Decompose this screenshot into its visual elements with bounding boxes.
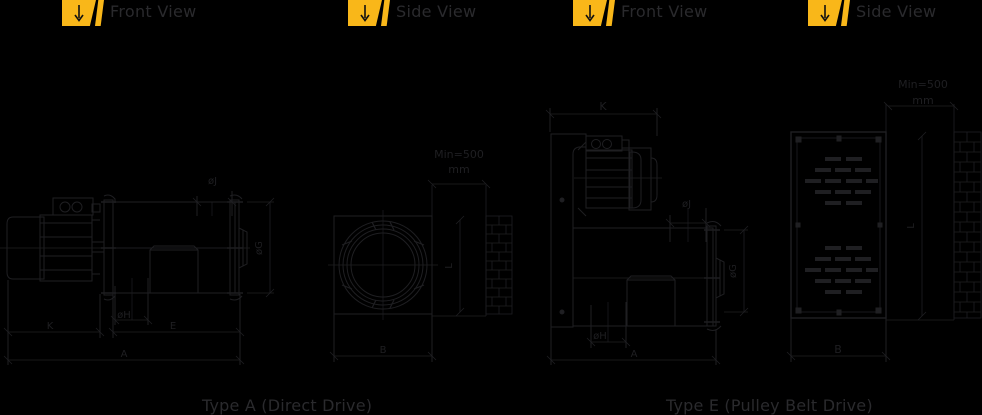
- type-e-side-view-svg: Min=500 mm: [786, 78, 982, 362]
- down-arrow-icon: [360, 5, 370, 22]
- badge-front-view-1: [62, 0, 104, 26]
- dimension-label-dia-g: øG: [254, 241, 265, 255]
- badge-front-view-2: [573, 0, 615, 26]
- dimension-l: L: [444, 215, 465, 317]
- drawing-type-a-front-view: øJ øH øG: [0, 160, 290, 380]
- dimension-label-k: K: [47, 321, 54, 332]
- bolt-ticks: [341, 221, 425, 309]
- view-label-front-view-1: Front View: [62, 0, 197, 28]
- drawing-type-e-front-view: K: [530, 90, 770, 380]
- dimension-label-l: L: [444, 263, 455, 269]
- badge-side-view-1: [348, 0, 390, 26]
- annotation-min-clearance: Min=500 mm: [883, 78, 959, 111]
- dimension-label-l: L: [906, 223, 917, 229]
- dimension-label-b: B: [834, 343, 842, 356]
- motor-assembly: [574, 135, 662, 217]
- view-label-front-view-2: Front View: [573, 0, 708, 28]
- dimension-k: K: [545, 100, 662, 136]
- caption-type-a: Type A (Direct Drive): [202, 396, 373, 415]
- annotation-min-line2: mm: [912, 94, 933, 107]
- badge-sliver: [606, 0, 615, 26]
- clearance-zone: [431, 185, 487, 317]
- view-label-text: Side View: [396, 2, 477, 21]
- outlet-flange: [227, 194, 248, 301]
- dimension-k: K: [3, 280, 105, 338]
- badge-side-view-2: [808, 0, 850, 26]
- fan-casing: [572, 227, 714, 327]
- dimension-a: A: [3, 338, 245, 365]
- annotation-min-line1: Min=500: [898, 78, 948, 91]
- dimension-dia-g: øG: [247, 197, 275, 298]
- view-label-side-view-1: Side View: [348, 0, 476, 28]
- dimension-b: B: [786, 318, 891, 362]
- louver-slots-lower: [805, 246, 878, 294]
- drawing-type-a-side-view: Min=500 mm: [312, 140, 522, 370]
- outlet-flange: [704, 221, 725, 331]
- view-label-text: Front View: [110, 2, 197, 21]
- badge-sliver: [381, 0, 390, 26]
- dimension-b: B: [329, 314, 437, 362]
- brick-wall-icon: [953, 131, 982, 319]
- view-label-text: Side View: [856, 2, 937, 21]
- caption-type-e: Type E (Pulley Belt Drive): [666, 396, 873, 415]
- louver-panel: [790, 131, 887, 319]
- brick-wall-icon: [485, 215, 513, 315]
- dimension-a: A: [546, 327, 721, 365]
- dimension-label-e: E: [170, 321, 176, 332]
- fan-casing: [112, 201, 236, 294]
- badge-sliver: [841, 0, 850, 26]
- view-label-text: Front View: [621, 2, 708, 21]
- view-label-row: Front View Side View F: [0, 0, 982, 46]
- dimension-label-dia-j: øJ: [682, 199, 691, 210]
- dimension-label-dia-j: øJ: [208, 176, 217, 187]
- view-label-side-view-2: Side View: [808, 0, 936, 28]
- dimension-label-k: K: [599, 100, 607, 113]
- dimension-dia-j: øJ: [665, 199, 711, 242]
- annotation-min-line2: mm: [448, 163, 469, 176]
- dimension-dia-h: øH: [110, 278, 153, 325]
- dimension-l: L: [906, 131, 927, 321]
- dimension-label-dia-g: øG: [728, 264, 739, 278]
- annotation-min-line1: Min=500: [434, 148, 484, 161]
- motor-flange: [101, 194, 116, 301]
- down-arrow-icon: [820, 5, 830, 22]
- type-a-side-view-svg: Min=500 mm: [328, 148, 513, 362]
- motor-assembly: [6, 197, 105, 282]
- down-arrow-icon: [74, 5, 84, 22]
- dimension-e: E: [108, 294, 245, 338]
- type-a-front-view-svg: øJ øH øG: [0, 176, 275, 365]
- dimension-dia-g: øG: [724, 225, 749, 317]
- dimension-dia-h: øH: [586, 302, 631, 348]
- dimension-label-dia-h: øH: [117, 310, 131, 321]
- louver-slots-upper: [805, 157, 878, 205]
- type-e-front-view-svg: K: [545, 100, 749, 365]
- dimension-label-a: A: [631, 349, 638, 360]
- support-column: [550, 133, 587, 328]
- badge-sliver: [95, 0, 104, 26]
- dimension-label-b: B: [380, 345, 387, 356]
- annotation-min-clearance: Min=500 mm: [427, 148, 491, 189]
- dimension-label-a: A: [121, 349, 128, 360]
- clearance-zone: [885, 104, 955, 321]
- center-crosshair: [328, 210, 438, 320]
- dimension-dia-j: øJ: [192, 176, 237, 216]
- dimension-label-dia-h: øH: [593, 331, 607, 342]
- drawing-type-e-side-view: Min=500 mm: [770, 60, 982, 380]
- down-arrow-icon: [585, 5, 595, 22]
